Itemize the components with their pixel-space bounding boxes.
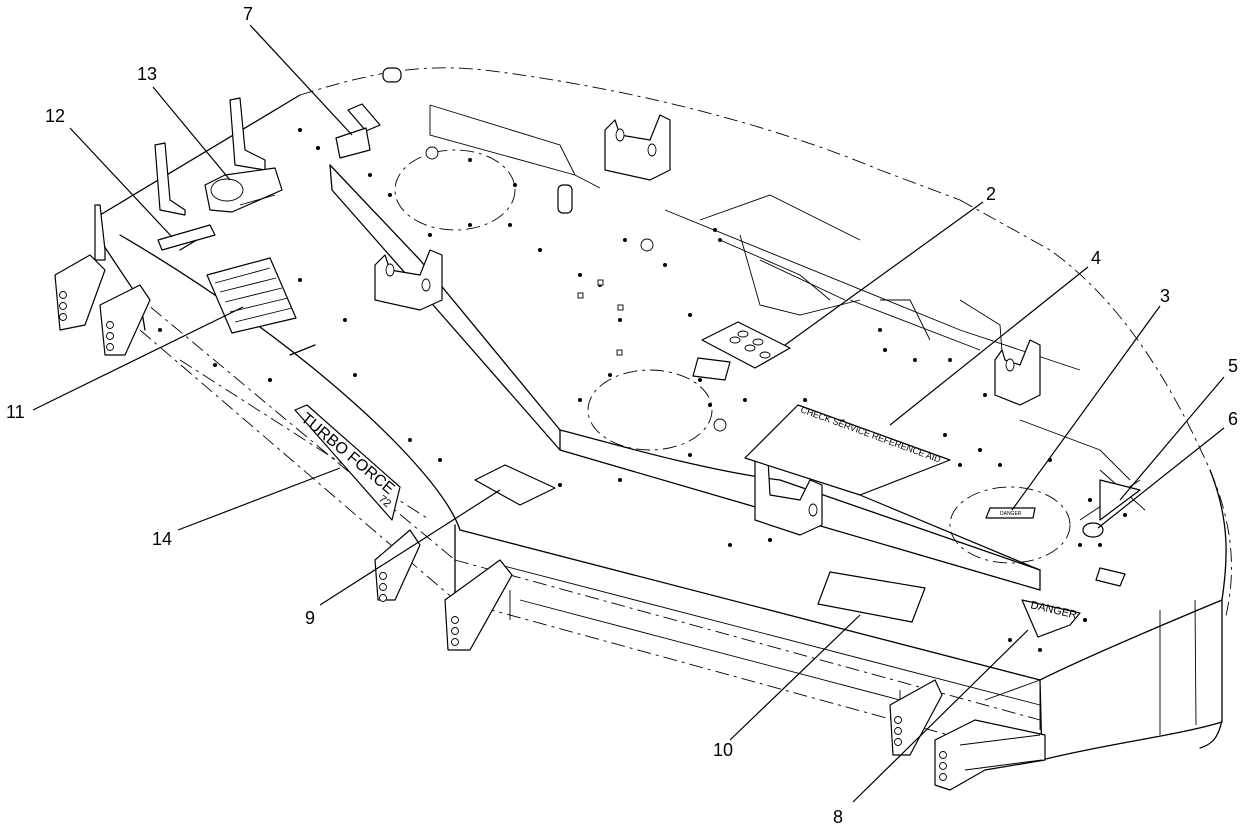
callout-numbers: 7 13 12 11 2 4 3 5 6 14 9 10 8 bbox=[6, 4, 1238, 827]
decal-8 bbox=[1021, 599, 1081, 638]
decal-12 bbox=[157, 224, 216, 251]
callout-6: 6 bbox=[1228, 409, 1238, 429]
leader-4b bbox=[859, 494, 1041, 571]
callout-8: 8 bbox=[833, 807, 843, 827]
callout-11: 11 bbox=[6, 402, 25, 422]
callout-9: 9 bbox=[305, 608, 315, 628]
callout-12: 12 bbox=[45, 106, 65, 126]
leader-12 bbox=[69, 127, 173, 238]
leader-4 bbox=[889, 266, 1089, 426]
leader-2 bbox=[784, 201, 984, 346]
leader-5 bbox=[1119, 376, 1225, 501]
left-hitch-plates bbox=[54, 97, 1046, 791]
decal-7b bbox=[335, 127, 371, 159]
callout-13: 13 bbox=[137, 64, 157, 84]
decal-danger-small: DANGER bbox=[1000, 511, 1022, 517]
decal-6 bbox=[1082, 522, 1104, 538]
leader-10 bbox=[729, 614, 861, 741]
callout-5: 5 bbox=[1228, 356, 1238, 376]
decal-9 bbox=[474, 464, 556, 506]
callout-3: 3 bbox=[1160, 286, 1170, 306]
center-baffle bbox=[329, 104, 1041, 591]
callout-2: 2 bbox=[986, 184, 996, 204]
callout-4: 4 bbox=[1091, 248, 1101, 268]
decal-10 bbox=[817, 571, 926, 623]
blade-openings bbox=[394, 149, 1071, 564]
decal-14 bbox=[294, 404, 401, 521]
callout-10: 10 bbox=[713, 740, 733, 760]
leader-3 bbox=[1011, 305, 1161, 511]
hinge-brackets bbox=[374, 67, 1041, 536]
leader-13 bbox=[152, 86, 231, 181]
callout-14: 14 bbox=[152, 529, 172, 549]
callout-7: 7 bbox=[243, 4, 253, 24]
leader-9 bbox=[319, 489, 501, 606]
decal-turbo-force-text: TURBO FORCE bbox=[297, 410, 397, 498]
leader-11 bbox=[32, 306, 244, 411]
decal-7a bbox=[347, 103, 381, 132]
leader-7 bbox=[249, 24, 353, 136]
leader-14 bbox=[177, 467, 341, 531]
leader-6 bbox=[1097, 427, 1225, 529]
leader-8 bbox=[852, 629, 1029, 803]
callout-leaders bbox=[32, 24, 1225, 803]
decal-3 bbox=[985, 507, 1036, 519]
